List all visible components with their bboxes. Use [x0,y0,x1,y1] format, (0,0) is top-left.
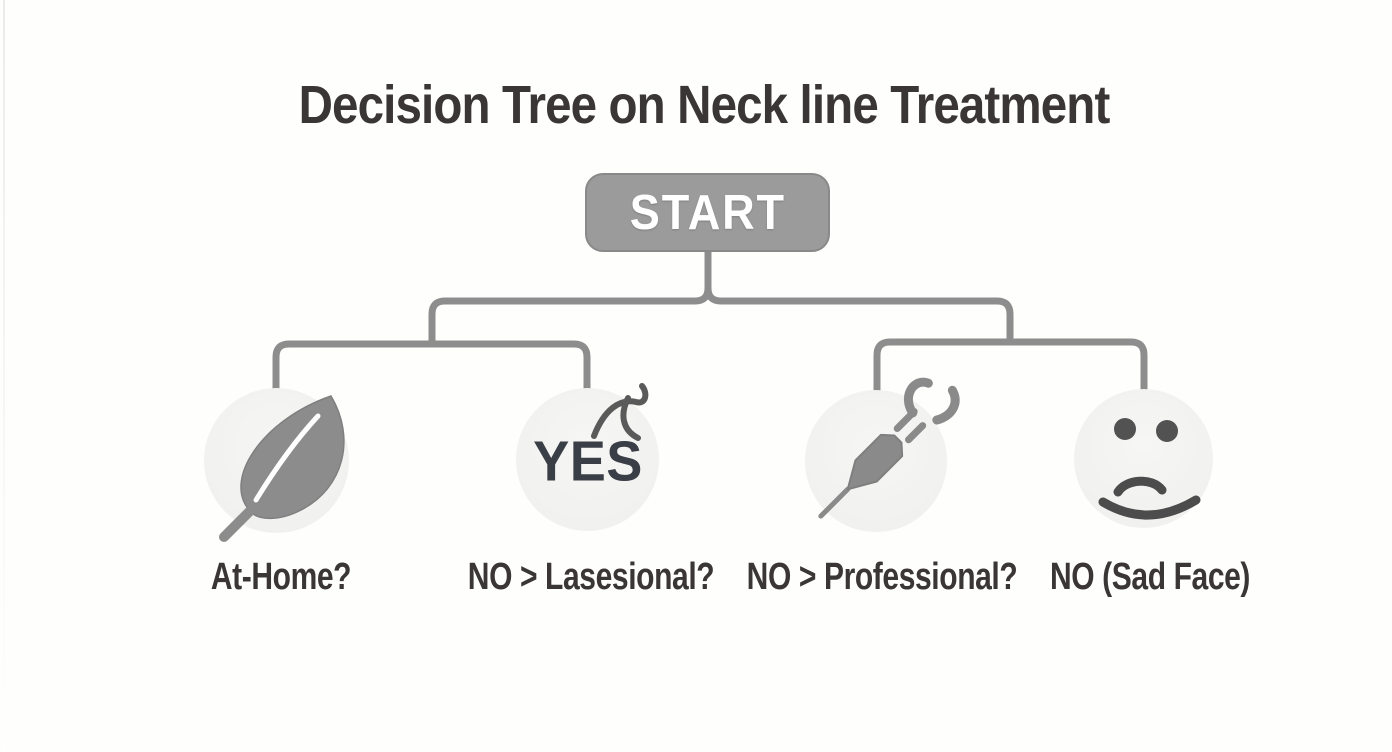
connector-start-left [428,248,712,348]
connector-right-fork [873,338,1148,397]
start-node: START [585,173,830,252]
left-edge-artifact [3,0,5,752]
leaf-icon [219,395,345,542]
connector-left-fork [272,340,591,396]
label-lasesional: NO > Lasesional? [467,556,715,598]
label-professional: NO > Professional? [746,556,1018,598]
node-circle-sad-face [1074,389,1213,528]
label-at-home: At-Home? [210,556,352,598]
diagram-title: Decision Tree on Neck line Treatment [298,75,1111,135]
node-circle-at-home [204,388,349,542]
sad-face-icon [1098,418,1201,520]
label-sad-face: NO (Sad Face) [1049,556,1251,598]
squiggle-icon [591,383,649,441]
node-circle-professional [805,377,960,532]
connector-start-right [704,248,1014,346]
yes-circle-text: YES [532,428,643,493]
syringe-icon [818,377,960,519]
start-node-label: START [629,185,786,240]
node-circle-lasesional: YES [516,383,659,531]
